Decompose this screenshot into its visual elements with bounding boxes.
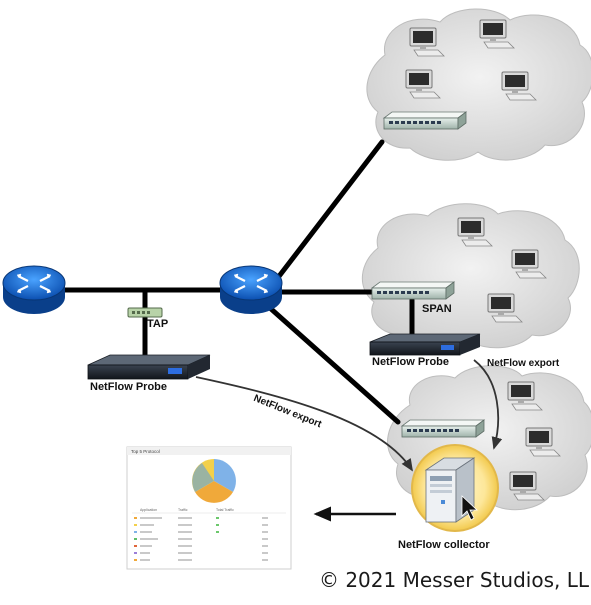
probe-icon bbox=[369, 333, 481, 356]
collector-label: NetFlow collector bbox=[398, 539, 490, 551]
report-col-1: Application bbox=[140, 508, 157, 512]
cloud-middle bbox=[361, 203, 580, 349]
report-col-2: Traffic bbox=[178, 508, 188, 512]
cloud-top bbox=[366, 8, 591, 161]
export-right-label: NetFlow export bbox=[487, 358, 560, 369]
probe-right-label: NetFlow Probe bbox=[372, 356, 450, 368]
switch-icon bbox=[371, 281, 455, 300]
copyright-text: © 2021 Messer Studios, LL bbox=[318, 568, 589, 592]
router-icon bbox=[219, 265, 283, 314]
tap-label: TAP bbox=[147, 318, 169, 330]
pie-chart-icon bbox=[192, 459, 236, 503]
switch-icon bbox=[401, 419, 485, 438]
report-window: Top 5 Protocol Application Traffic Total… bbox=[126, 446, 292, 570]
tap-icon bbox=[127, 307, 163, 318]
switch-icon bbox=[383, 111, 467, 130]
report-title: Top 5 Protocol bbox=[131, 449, 160, 454]
probe-left-label: NetFlow Probe bbox=[90, 381, 168, 393]
span-label: SPAN bbox=[422, 303, 452, 315]
report-rows bbox=[134, 517, 268, 561]
network-links bbox=[57, 139, 415, 425]
probe-icon bbox=[87, 354, 211, 380]
server-icon bbox=[411, 444, 499, 532]
export-arrows bbox=[195, 359, 503, 472]
router-icon bbox=[2, 265, 66, 314]
report-col-3: Total Traffic bbox=[216, 508, 234, 512]
